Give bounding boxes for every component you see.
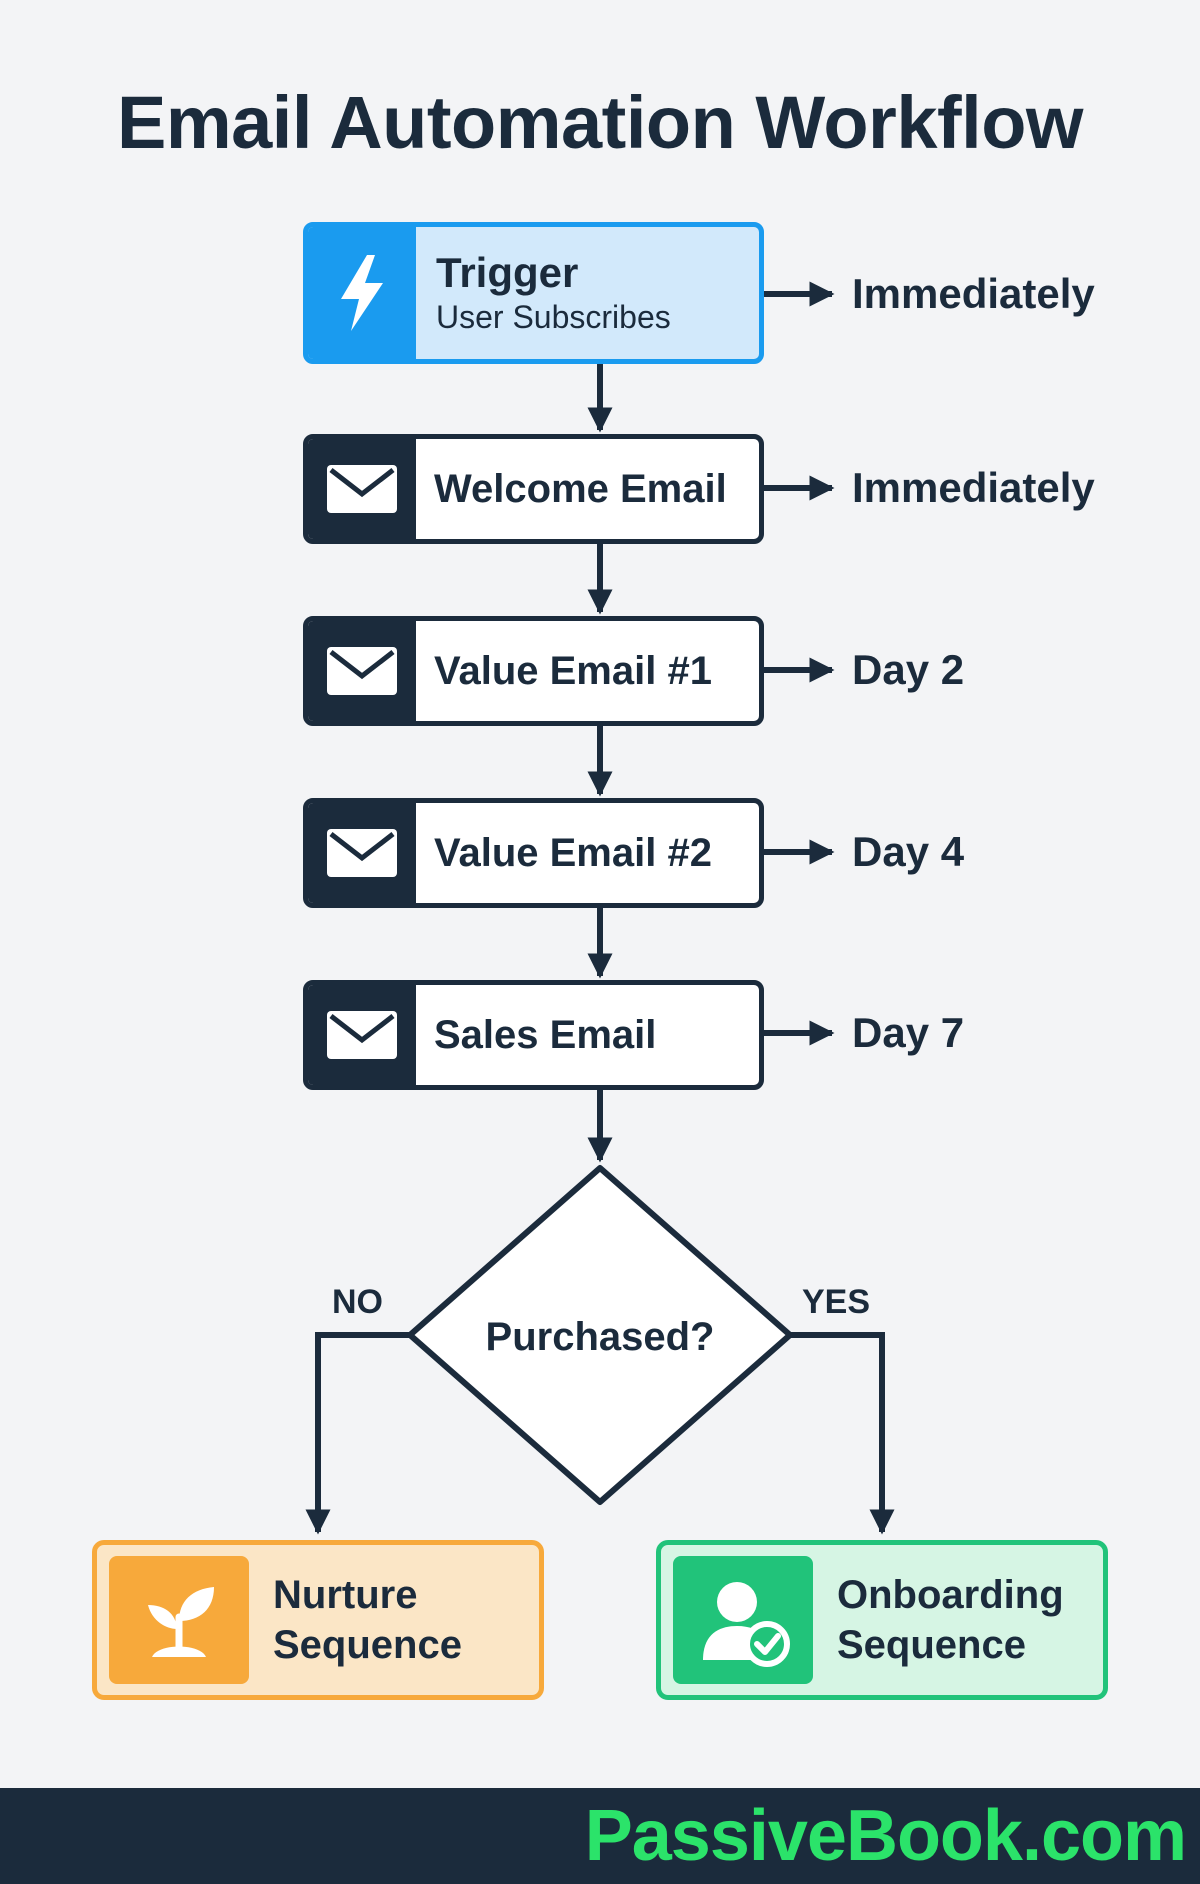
branch-yes-label: YES — [802, 1283, 871, 1321]
step-value-email-1: Value Email #1 — [303, 616, 764, 726]
envelope-icon — [308, 985, 416, 1085]
envelope-icon — [308, 621, 416, 721]
trigger-node: Trigger User Subscribes — [303, 222, 764, 364]
timing-welcome: Immediately — [852, 464, 1095, 511]
timing-trigger: Immediately — [852, 270, 1095, 317]
envelope-icon — [308, 439, 416, 539]
timing-value1: Day 2 — [852, 646, 965, 693]
step-welcome-email: Welcome Email — [303, 434, 764, 544]
trigger-subtitle: User Subscribes — [436, 299, 671, 336]
outcome-nurture-line2: Sequence — [273, 1623, 462, 1667]
sprout-icon — [109, 1556, 249, 1684]
outcome-nurture-line1: Nurture — [273, 1573, 418, 1617]
decision-question: Purchased? — [485, 1315, 715, 1359]
step-sales-email: Sales Email — [303, 980, 764, 1090]
branch-no-label: NO — [332, 1283, 383, 1321]
outcome-onboarding-sequence: Onboarding Sequence — [656, 1540, 1108, 1700]
branch-yes-connector — [790, 1332, 895, 1535]
footer-bar: PassiveBook.com — [0, 1788, 1200, 1884]
brand-link[interactable]: PassiveBook.com — [584, 1796, 1187, 1876]
timing-value2: Day 4 — [852, 828, 965, 875]
step-value-email-2: Value Email #2 — [303, 798, 764, 908]
outcome-onboarding-line2: Sequence — [837, 1623, 1026, 1667]
outcome-nurture-sequence: Nurture Sequence — [92, 1540, 544, 1700]
step-label: Value Email #2 — [434, 830, 712, 875]
page-title: Email Automation Workflow — [117, 81, 1083, 164]
step-label: Welcome Email — [434, 466, 727, 511]
decision-diamond — [407, 1165, 793, 1505]
trigger-title: Trigger — [436, 248, 579, 296]
user-check-icon — [673, 1556, 813, 1684]
outcome-onboarding-line1: Onboarding — [837, 1573, 1064, 1617]
timing-sales: Day 7 — [852, 1009, 965, 1056]
lightning-bolt-icon — [308, 227, 416, 359]
step-label: Value Email #1 — [434, 648, 712, 693]
step-label: Sales Email — [434, 1012, 657, 1057]
envelope-icon — [308, 803, 416, 903]
branch-no-connector — [305, 1332, 410, 1535]
